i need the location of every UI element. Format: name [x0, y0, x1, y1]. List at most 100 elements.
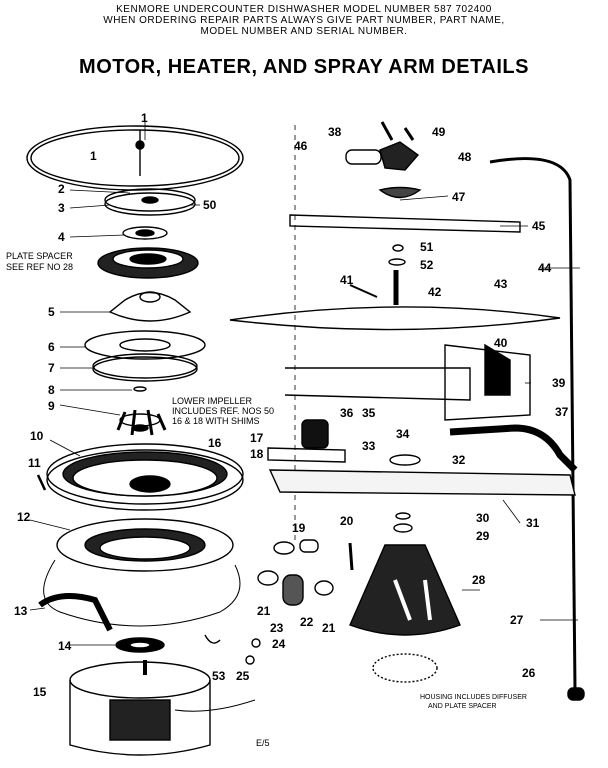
part-clamp-21b — [314, 580, 334, 596]
part-clamp-19 — [273, 541, 295, 555]
part-water-manifold — [284, 343, 531, 421]
part-screw-11 — [36, 474, 47, 491]
part-pump-base — [46, 443, 244, 511]
part-washer-8 — [133, 386, 147, 392]
callout-52: 52 — [420, 258, 434, 272]
callout-43: 43 — [494, 277, 508, 291]
part-connector-26 — [567, 687, 585, 701]
note-plate-spacer-1: PLATE SPACER — [6, 251, 73, 261]
part-dome — [108, 291, 192, 322]
callout-8: 8 — [48, 383, 55, 397]
callout-18: 18 — [250, 447, 264, 461]
callout-44: 44 — [538, 261, 552, 275]
part-clamp-ring — [26, 125, 244, 191]
part-screw-41 — [349, 284, 378, 298]
part-clip-53 — [204, 634, 221, 644]
callout-22: 22 — [300, 615, 314, 629]
part-clamp-21a — [257, 570, 279, 586]
part-impeller-flange — [104, 188, 196, 216]
callout-29: 29 — [476, 529, 490, 543]
callout-5: 5 — [48, 305, 55, 319]
callout-35: 35 — [362, 406, 376, 420]
part-supply-tube — [489, 157, 577, 691]
callout-45: 45 — [532, 219, 546, 233]
callout-16: 16 — [208, 436, 222, 450]
callout-48: 48 — [458, 150, 472, 164]
callout-24: 24 — [272, 637, 286, 651]
part-gear — [122, 226, 168, 240]
callout-34: 34 — [396, 427, 410, 441]
note-impeller-3: 16 & 18 WITH SHIMS — [172, 416, 260, 426]
page-code: E/5 — [256, 738, 270, 748]
callout-51: 51 — [420, 240, 434, 254]
callout-49: 49 — [432, 125, 446, 139]
part-motor — [69, 660, 256, 756]
callout-53: 53 — [212, 669, 226, 683]
callout-21a: 21 — [257, 604, 271, 618]
callout-26: 26 — [522, 666, 536, 680]
callout-2: 2 — [58, 182, 65, 196]
part-hub-32 — [389, 454, 421, 466]
note-housing-1: HOUSING INCLUDES DIFFUSER — [420, 694, 527, 701]
callout-31: 31 — [526, 516, 540, 530]
part-middle-spray-arm — [229, 306, 561, 331]
callout-1a: 1 — [141, 111, 148, 125]
part-plate-6 — [84, 330, 206, 360]
callout-41: 41 — [340, 273, 354, 287]
callout-19: 19 — [292, 521, 306, 535]
page-title: MOTOR, HEATER, AND SPRAY ARM DETAILS — [79, 56, 529, 78]
part-plate-7 — [92, 353, 198, 382]
callout-28: 28 — [472, 573, 486, 587]
callout-11: 11 — [28, 456, 41, 470]
callout-7: 7 — [48, 361, 55, 375]
part-screw-20 — [348, 542, 354, 571]
header-line-1: KENMORE UNDERCOUNTER DISHWASHER MODEL NU… — [116, 4, 492, 15]
callout-46: 46 — [294, 139, 308, 153]
part-lower-impeller — [116, 409, 167, 436]
part-seal-14 — [115, 637, 165, 653]
part-motor-mount-housing — [43, 518, 241, 627]
part-plate-spacer — [97, 247, 199, 279]
part-lower-spray-arm — [268, 469, 576, 496]
part-nut-24 — [251, 638, 261, 648]
callout-38: 38 — [328, 125, 342, 139]
part-washer-29 — [393, 523, 413, 533]
part-washer-51 — [392, 244, 404, 252]
part-bracket-18 — [267, 447, 346, 463]
part-heater-17 — [301, 419, 329, 449]
callout-42: 42 — [428, 285, 442, 299]
callout-25: 25 — [236, 669, 250, 683]
callout-20: 20 — [340, 514, 354, 528]
callout-14: 14 — [58, 639, 72, 653]
callout-10: 10 — [30, 429, 44, 443]
note-housing-2: AND PLATE SPACER — [428, 703, 497, 710]
callout-40: 40 — [494, 336, 508, 350]
note-impeller-1: LOWER IMPELLER — [172, 396, 253, 406]
callout-39: 39 — [552, 376, 566, 390]
part-hose-22 — [282, 574, 304, 606]
callout-3: 3 — [58, 201, 65, 215]
part-nut-25 — [245, 655, 255, 665]
part-heater-element — [38, 593, 113, 632]
part-washer-52 — [388, 258, 406, 266]
callout-23: 23 — [270, 621, 284, 635]
part-upper-spray-arm — [289, 214, 521, 233]
callout-32: 32 — [452, 453, 466, 467]
callout-12: 12 — [17, 510, 31, 524]
callout-50: 50 — [203, 198, 217, 212]
part-upper-spray-hub — [345, 121, 420, 171]
callout-13: 13 — [14, 604, 28, 618]
callout-4: 4 — [58, 230, 65, 244]
part-pump-housing-28 — [349, 544, 461, 683]
callout-9: 9 — [48, 399, 55, 413]
callout-27: 27 — [510, 613, 524, 627]
note-impeller-2: INCLUDES REF. NOS 50 — [172, 406, 275, 416]
callout-15: 15 — [33, 685, 47, 699]
part-cup-47 — [378, 186, 422, 199]
note-plate-spacer-2: SEE REF NO 28 — [6, 262, 74, 272]
header-line-2: WHEN ORDERING REPAIR PARTS ALWAYS GIVE P… — [103, 15, 505, 26]
callout-36: 36 — [340, 406, 354, 420]
callout-21b: 21 — [322, 621, 336, 635]
callout-30: 30 — [476, 511, 490, 525]
part-inlet-tube — [449, 424, 578, 473]
